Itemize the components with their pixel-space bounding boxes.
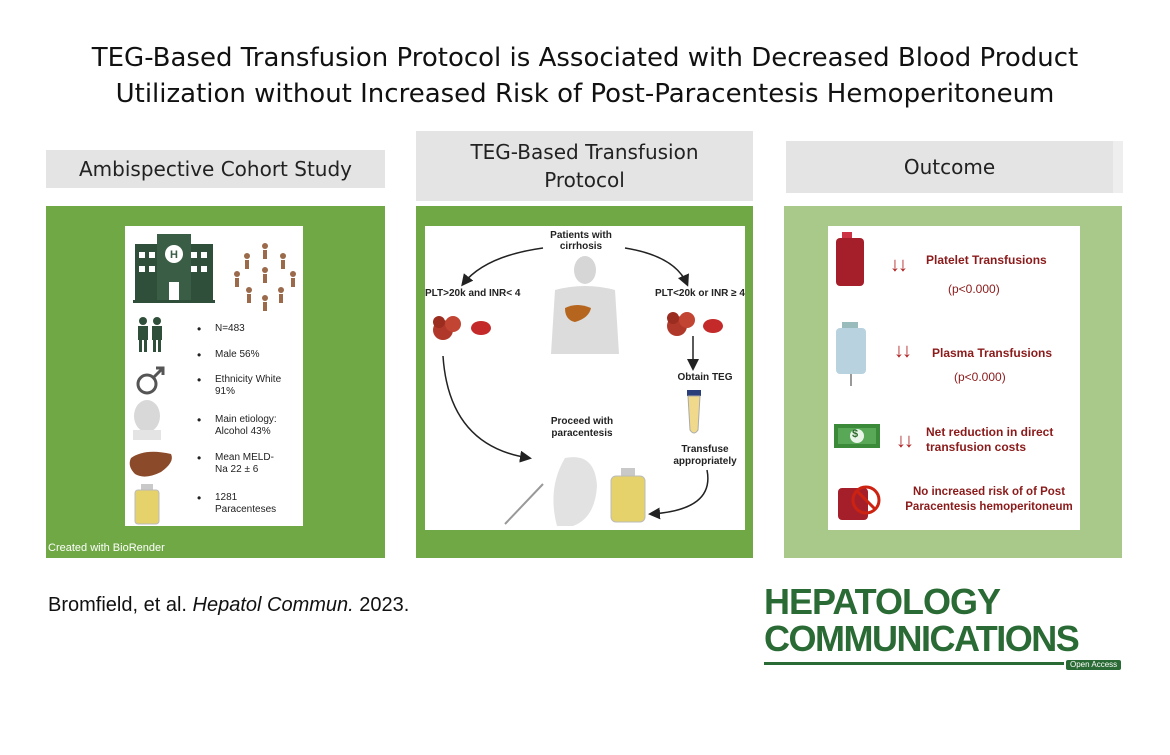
outcome-icons — [834, 232, 881, 520]
arrow-to-left-branch — [461, 247, 544, 287]
middle-header-line-1: TEG-Based Transfusion — [470, 140, 699, 164]
stat-n: • N=483 — [197, 323, 285, 335]
money-symbol: $ — [852, 428, 859, 440]
middle-card: Patients with cirrhosis PLT>20k and INR<… — [425, 226, 745, 530]
middle-header-line-2: Protocol — [544, 168, 625, 192]
left-column-header: Ambispective Cohort Study — [46, 150, 385, 188]
hospital-icon: H — [133, 234, 215, 303]
journal-logo-line-1: HEPATOLOGY — [764, 581, 1001, 622]
stat-text: N=483 — [215, 323, 245, 334]
protocol-flow-diagram — [433, 247, 723, 526]
ascites-bottle-icon — [134, 484, 160, 525]
blood-cells-right-icon — [667, 312, 723, 336]
branch-right-label: PLT<20k or INR ≥ 4 — [654, 288, 745, 299]
liver-icon — [129, 451, 172, 477]
abdomen-needle-icon — [504, 457, 597, 526]
biorender-credit: Created with BioRender — [48, 542, 165, 554]
stat-ethnicity: • Ethnicity White 91% — [197, 374, 285, 398]
stat-paracenteses: • 1281 Paracenteses — [197, 492, 285, 516]
male-symbol-icon — [136, 366, 165, 395]
citation-year: 2023. — [353, 594, 410, 616]
title-line-1: TEG-Based Transfusion Protocol is Associ… — [91, 43, 1079, 73]
stat-text: Mean MELD-Na 22 ± 6 — [215, 452, 274, 475]
citation: Bromfield, et al. Hepatol Commun. 2023. — [48, 594, 409, 617]
outcome-hemoperitoneum: No increased risk of of Post Paracentesi… — [905, 486, 1073, 513]
decrease-arrows-icon: ↓↓ — [896, 430, 914, 452]
title-line-2: Utilization without Increased Risk of Po… — [115, 79, 1055, 109]
arrow-back-to-patient — [648, 469, 709, 520]
outcome-platelet-p: (p<0.000) — [948, 282, 1000, 296]
figure-title: TEG-Based Transfusion Protocol is Associ… — [0, 40, 1170, 112]
stat-text: Male 56% — [215, 349, 260, 360]
bullet: • — [197, 322, 202, 336]
blood-cells-left-icon — [433, 316, 491, 340]
right-header-text: Outcome — [903, 155, 996, 179]
platelet-bag-icon — [836, 232, 864, 286]
bullet: • — [197, 451, 202, 465]
plasma-bag-icon — [836, 322, 866, 386]
transfuse-label: Transfuse appropriately — [673, 444, 737, 467]
obtain-teg-label: Obtain TEG — [677, 372, 733, 383]
decrease-arrows-icon: ↓↓ — [890, 254, 908, 276]
couple-icon — [138, 317, 162, 352]
open-access-badge: Open Access — [1066, 660, 1122, 670]
teg-tube-icon — [687, 390, 701, 434]
bullet: • — [197, 373, 202, 387]
arrow-to-right-branch — [624, 247, 689, 287]
journal-logo-underline — [764, 662, 1064, 665]
right-card: $ ↓↓ Platelet Transfusions (p<0.000) ↓↓ … — [828, 226, 1080, 530]
journal-logo-line-2: COMMUNICATIONS — [764, 618, 1080, 659]
outcome-platelet: Platelet Transfusions — [926, 253, 1047, 267]
stat-text: Main etiology: Alcohol 43% — [215, 414, 277, 437]
header-edge — [1113, 141, 1123, 193]
stat-etiology: • Main etiology: Alcohol 43% — [197, 414, 285, 438]
left-header-text: Ambispective Cohort Study — [78, 157, 352, 181]
bullet: • — [197, 348, 202, 362]
stat-male: • Male 56% — [197, 349, 285, 361]
outcome-costs: Net reduction in direct transfusion cost… — [926, 425, 1054, 454]
patients-label: Patients with cirrhosis — [550, 230, 612, 252]
middle-column-header: TEG-Based Transfusion Protocol — [416, 131, 753, 201]
bullet: • — [197, 491, 202, 505]
outcome-plasma: Plasma Transfusions — [932, 346, 1053, 360]
stat-meld: • Mean MELD-Na 22 ± 6 — [197, 452, 285, 476]
stat-text: Ethnicity White 91% — [215, 374, 282, 397]
citation-journal: Hepatol Commun. — [192, 594, 354, 616]
ascites-bottle-icon — [610, 468, 646, 523]
journal-logo: HEPATOLOGY COMMUNICATIONS — [764, 581, 1080, 659]
no-blood-icon — [838, 485, 881, 520]
citation-authors: Bromfield, et al. — [48, 594, 193, 616]
arrow-to-paracentesis — [442, 355, 532, 463]
proceed-label: Proceed with paracentesis — [550, 416, 614, 439]
bullet: • — [197, 413, 202, 427]
patient-body-icon — [551, 256, 619, 354]
stat-text: 1281 Paracenteses — [215, 492, 277, 515]
money-icon — [834, 424, 880, 448]
people-network-icon — [234, 243, 296, 311]
left-card: H — [125, 226, 303, 526]
outcome-plasma-p: (p<0.000) — [954, 370, 1006, 384]
branch-left-label: PLT>20k and INR< 4 — [425, 288, 521, 299]
decrease-arrows-icon: ↓↓ — [894, 340, 912, 362]
svg-text:H: H — [170, 249, 178, 261]
right-column-header: Outcome — [786, 141, 1113, 193]
left-card-icons: H — [129, 234, 296, 525]
patient-face-icon — [133, 400, 161, 440]
